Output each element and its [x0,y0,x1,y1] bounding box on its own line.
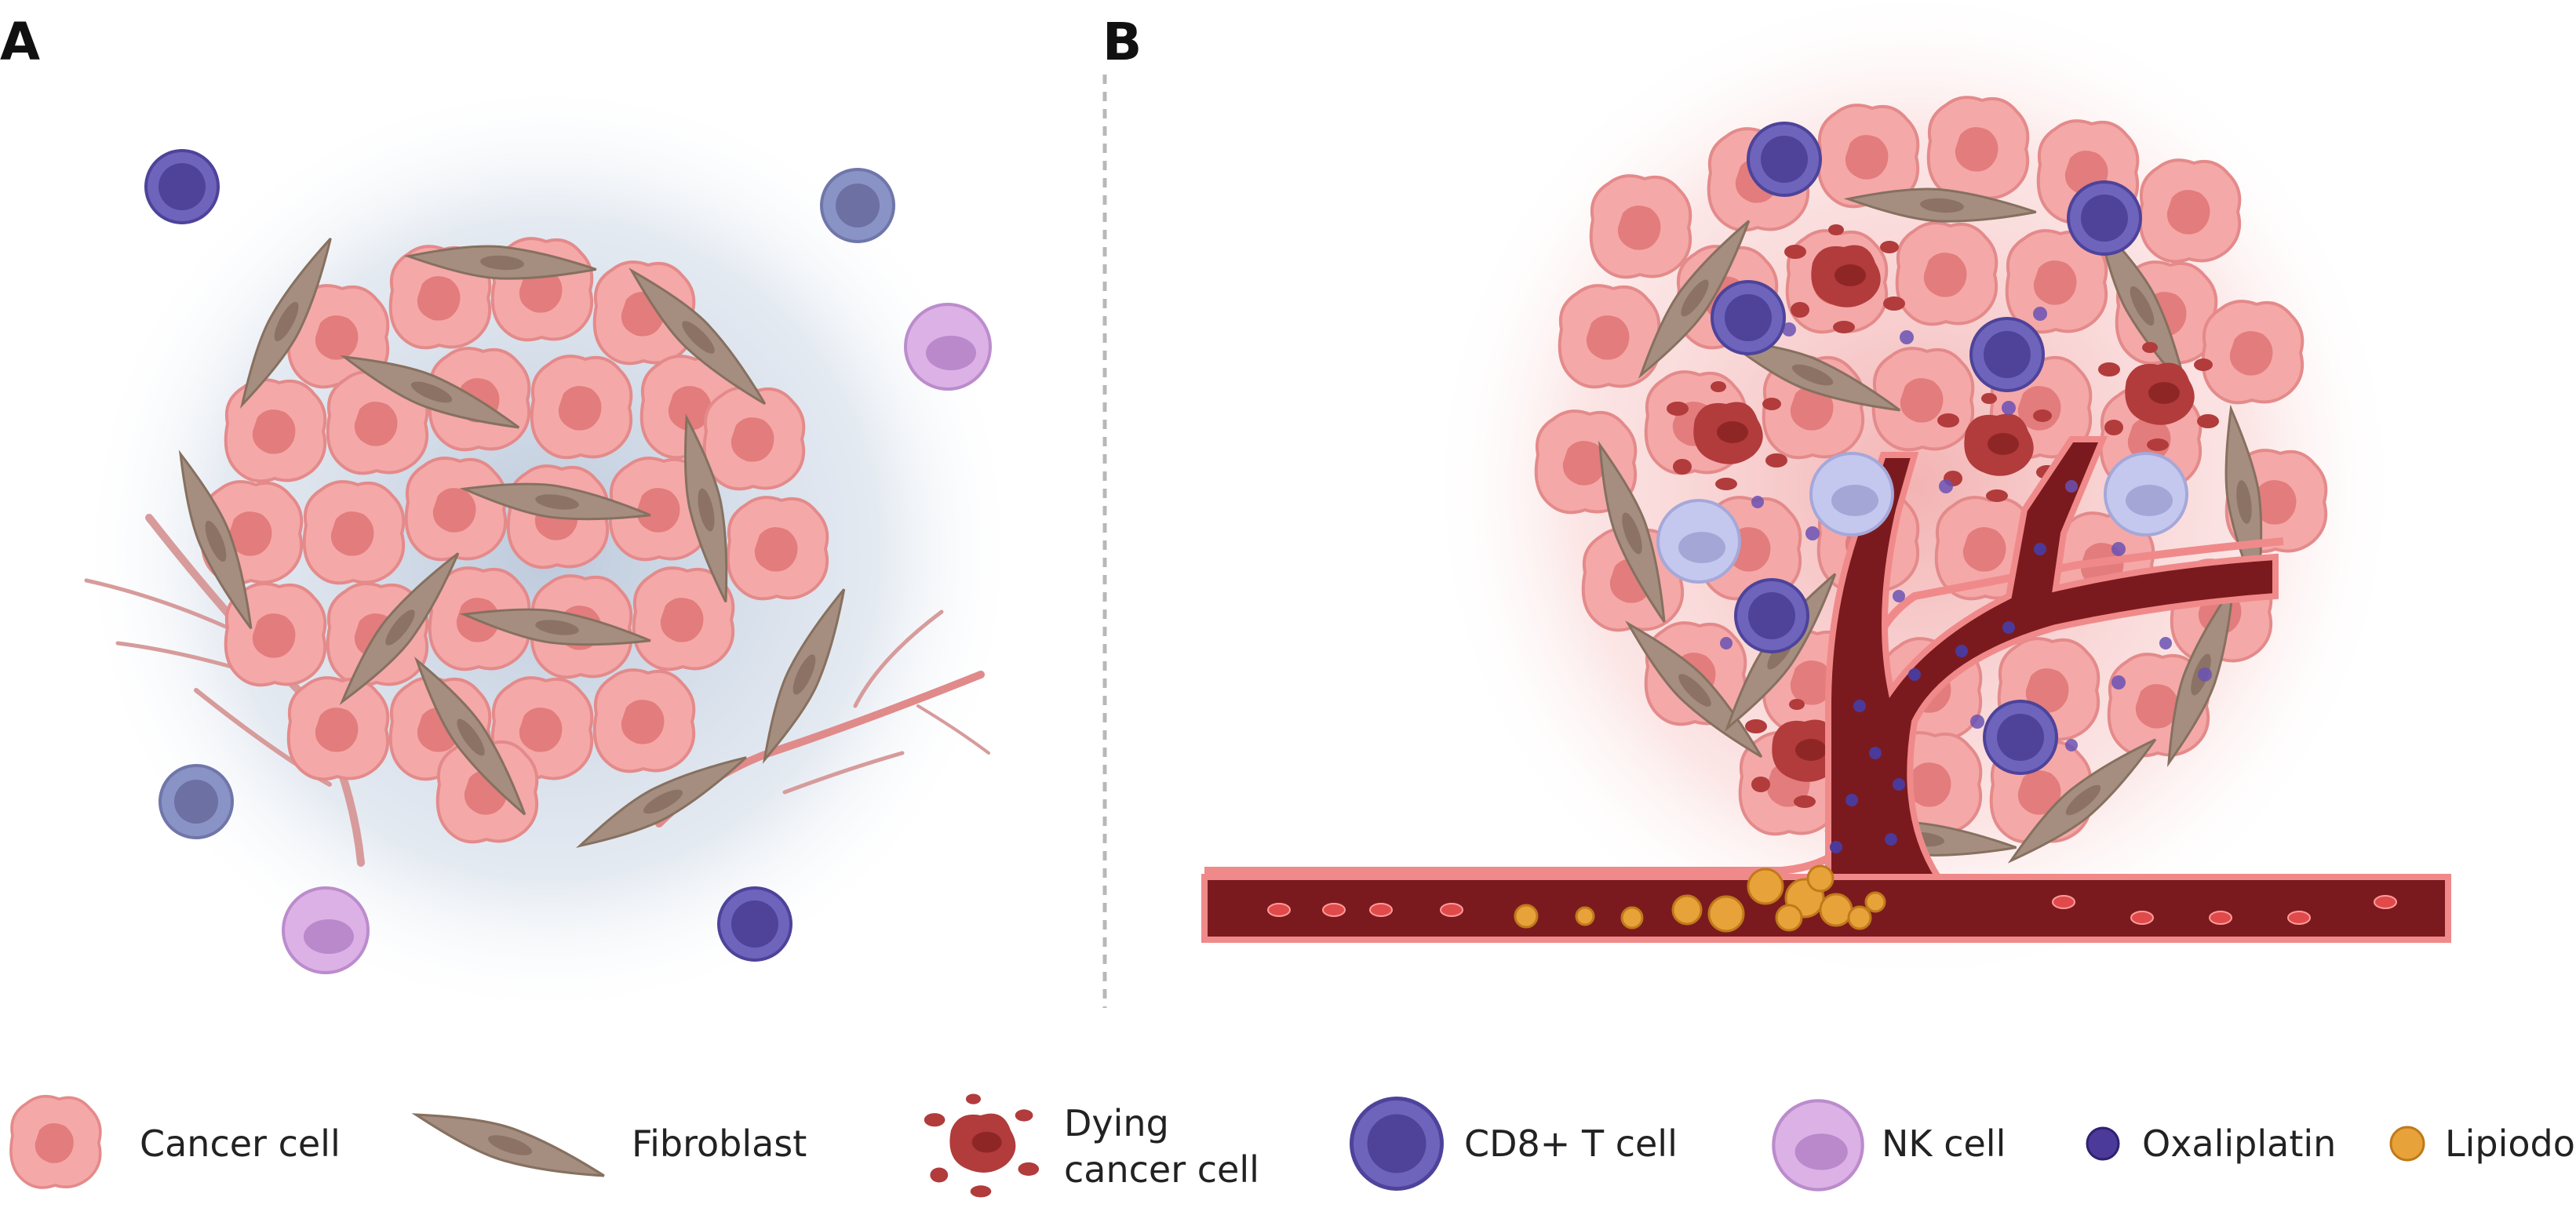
nk-cell [282,886,370,974]
cd8-t-cell [1969,317,2045,392]
legend-nk-cell-label: NK cell [1882,1122,2006,1165]
cd8-t-cell [2067,180,2142,256]
legend-cd8-t-cell-icon [1352,1099,1442,1189]
nk-cell [1809,452,1894,537]
legend-oxaliplatin-label: Oxaliplatin [2142,1122,2336,1165]
legend-cd8-t-cell-label: CD8+ T cell [1464,1122,1678,1165]
legend-lipiodol-label: Lipiodol [2445,1122,2576,1165]
legend-cancer-cell-label: Cancer cell [140,1122,341,1165]
cd8-t-cell [144,149,220,224]
legend-dying-cancer-cell-icon [924,1093,1040,1198]
legend-fibroblast-label: Fibroblast [632,1122,807,1165]
panel-label-a: A [0,12,40,72]
cd8-t-cell [820,168,895,243]
panel-a-illustration [78,78,1020,1020]
cd8-t-cell [158,764,234,839]
cd8-t-cell [1747,122,1822,197]
legend-fibroblast-icon [410,1097,610,1193]
cd8-t-cell [1983,700,2058,775]
nk-cell [2104,452,2188,537]
blood-vessel [1201,436,2451,943]
legend-cancer-cell-icon [9,1094,102,1189]
panel-label-b: B [1102,12,1142,72]
legend-dying-label-line2: cancer cell [1064,1148,1259,1191]
legend-dying-label-line1: Dying [1064,1102,1169,1144]
legend: Cancer cell Fibroblast Dying cancer cell… [9,1093,2576,1198]
legend-lipiodol-icon [2389,1126,2425,1162]
cd8-t-cell [1711,280,1786,355]
legend-nk-cell-icon [1773,1100,1862,1189]
lipiodol-droplets [1514,864,1886,933]
cd8-t-cell [717,886,792,962]
panel-b-illustration [1201,0,2451,988]
oxaliplatin-in-vessel [1830,543,2046,853]
legend-oxaliplatin-icon [2086,1126,2120,1161]
cd8-t-cell [1734,578,1809,653]
nk-cell [904,303,992,391]
nk-cell [1656,499,1741,584]
